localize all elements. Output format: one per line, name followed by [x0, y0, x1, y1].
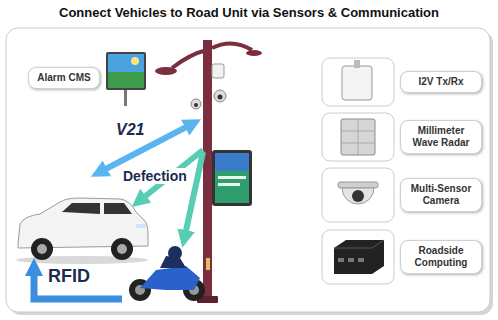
- radar-icon: [358, 119, 359, 155]
- link-label: Defection: [121, 168, 189, 184]
- sensor-label-box: Roadside Computing: [400, 240, 482, 274]
- computing-icon: [334, 240, 384, 274]
- node-text: I2V Tx/Rx: [405, 76, 477, 88]
- radar-icon: [322, 113, 394, 161]
- camera-icon: [322, 168, 394, 222]
- rfid-arrow: [34, 266, 122, 299]
- computing-icon: [348, 258, 354, 262]
- frame: [6, 28, 493, 315]
- smart-pole: [212, 43, 252, 50]
- camera-icon: [338, 182, 378, 188]
- computing-icon: [322, 230, 394, 284]
- billboard: [106, 52, 146, 106]
- car: [117, 244, 127, 254]
- smart-pole: [212, 64, 224, 78]
- camera-icon: [342, 188, 374, 204]
- billboard: [108, 72, 144, 88]
- i2v-device-icon: [322, 58, 394, 106]
- i2v-device-icon: [354, 60, 360, 68]
- radar-icon: [322, 113, 394, 161]
- car: [104, 203, 132, 214]
- motorcycle: [140, 266, 200, 290]
- label-box: Alarm CMS: [28, 67, 100, 89]
- billboard: [131, 57, 139, 65]
- node-text: Roadside Computing: [405, 245, 477, 269]
- smart-pole: [194, 103, 198, 107]
- smart-pole: [246, 50, 262, 56]
- radar-icon: [341, 119, 375, 155]
- smart-pole: [215, 153, 249, 203]
- smart-pole: [191, 99, 201, 109]
- sensor-label-box: Multi-Sensor Camera: [400, 178, 482, 212]
- smart-pole: [212, 150, 252, 206]
- rfid-arrow: [34, 266, 122, 299]
- sensor-label-box: Millimeter Wave Radar: [400, 120, 482, 154]
- smart-pole: [214, 90, 226, 102]
- detection-arrow: [138, 150, 203, 240]
- motorcycle: [168, 246, 182, 260]
- car: [136, 224, 146, 228]
- sensor-label-box: I2V Tx/Rx: [400, 71, 482, 93]
- i2v-device-icon: [342, 66, 372, 100]
- car: [111, 238, 133, 260]
- smart-pole: [155, 67, 177, 75]
- smart-pole: [218, 95, 223, 100]
- computing-icon: [358, 258, 364, 262]
- car: [31, 238, 53, 260]
- smart-pole: [203, 40, 212, 300]
- i2v-device-icon: [322, 58, 394, 106]
- computing-icon: [338, 258, 344, 262]
- billboard: [124, 88, 127, 106]
- camera-icon: [352, 190, 364, 202]
- computing-icon: [322, 230, 394, 284]
- link-label: V21: [116, 121, 144, 139]
- smart-pole: [215, 153, 249, 171]
- car: [62, 203, 100, 214]
- car: [37, 244, 47, 254]
- computing-icon: [334, 240, 384, 248]
- billboard: [108, 54, 144, 88]
- smart-pole: [218, 176, 246, 179]
- camera-icon: [322, 168, 394, 222]
- smart-pole: [206, 258, 210, 270]
- motorcycle: [129, 246, 205, 301]
- link-label: RFID: [48, 266, 90, 287]
- car: [16, 198, 148, 264]
- frame: [6, 28, 490, 312]
- smart-pole: [218, 183, 240, 186]
- node-text: Multi-Sensor Camera: [405, 183, 477, 207]
- node-text: Alarm CMS: [33, 72, 95, 84]
- node-text: Millimeter Wave Radar: [405, 125, 477, 149]
- billboard: [106, 52, 146, 90]
- smart-pole: [172, 50, 207, 68]
- diagram-title: Connect Vehicles to Road Unit via Sensor…: [0, 5, 498, 20]
- detection-arrow: [184, 152, 203, 240]
